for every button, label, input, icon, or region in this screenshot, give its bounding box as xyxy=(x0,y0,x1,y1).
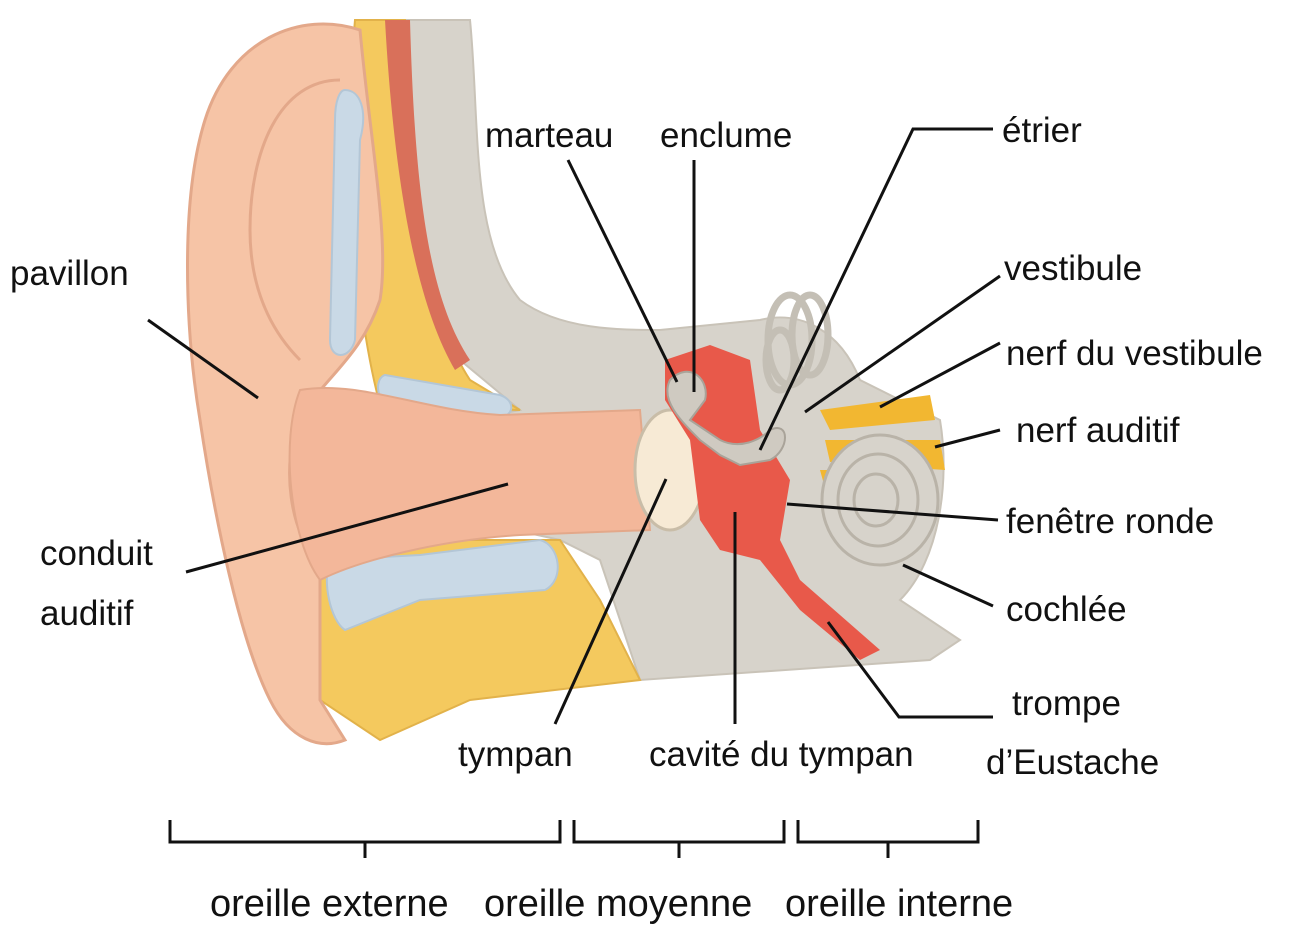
label-enclume: enclume xyxy=(660,118,792,153)
leader-cochlee xyxy=(903,565,993,606)
label-etrier: étrier xyxy=(1002,113,1082,148)
label-nerf-auditif: nerf auditif xyxy=(1016,413,1179,448)
label-conduit-line1: conduit xyxy=(40,536,153,571)
region-brackets xyxy=(170,820,978,858)
label-marteau: marteau xyxy=(485,118,613,153)
label-pavillon: pavillon xyxy=(10,256,129,291)
label-cochlee: cochlée xyxy=(1006,592,1127,627)
label-oreille-interne: oreille interne xyxy=(785,885,1013,923)
bracket-moyenne xyxy=(574,820,784,842)
leader-nerf-vestibule xyxy=(880,343,1000,407)
leader-nerf-auditif xyxy=(935,430,1000,447)
label-trompe-line1: trompe xyxy=(1012,686,1121,721)
label-tympan: tympan xyxy=(458,737,573,772)
label-oreille-externe: oreille externe xyxy=(210,885,449,923)
label-trompe-line2: d’Eustache xyxy=(986,745,1159,780)
label-vestibule: vestibule xyxy=(1004,251,1142,286)
label-fenetre-ronde: fenêtre ronde xyxy=(1006,504,1214,539)
label-nerf-vestibule: nerf du vestibule xyxy=(1006,336,1263,371)
label-conduit-line2: auditif xyxy=(40,596,133,631)
bracket-interne xyxy=(798,820,978,842)
bracket-externe xyxy=(170,820,560,842)
cochlea-shape xyxy=(822,435,938,565)
label-cavite-tympan: cavité du tympan xyxy=(649,737,914,772)
label-oreille-moyenne: oreille moyenne xyxy=(484,885,752,923)
